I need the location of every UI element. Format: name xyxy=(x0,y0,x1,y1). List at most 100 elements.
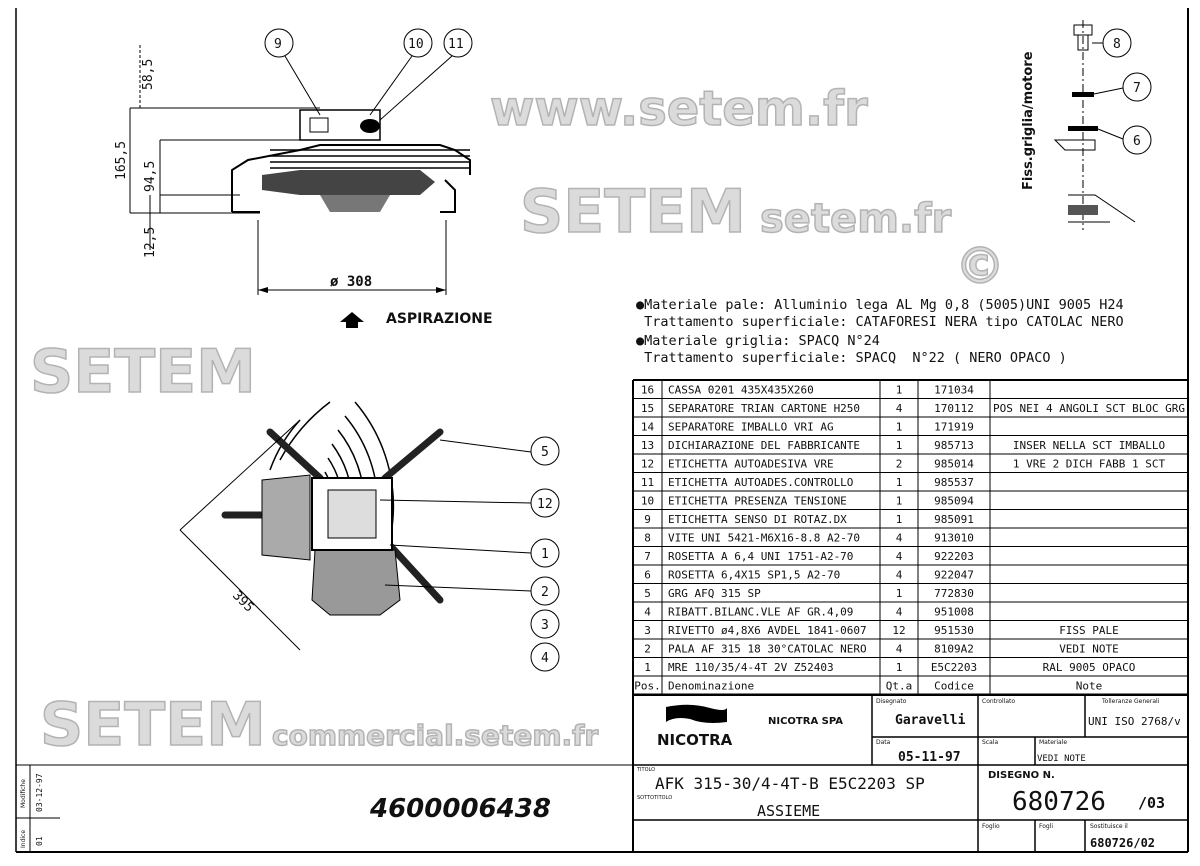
callout-11: 11 xyxy=(448,37,464,52)
table-row-cell-qta: 2 xyxy=(896,458,903,471)
table-row-cell-codice: 913010 xyxy=(934,532,974,545)
table-row-cell-pos: 10 xyxy=(641,495,654,508)
watermark-setem-2: SETEM xyxy=(520,177,746,247)
table-row-cell-qta: 4 xyxy=(896,550,903,563)
material-notes: ●Materiale pale: Alluminio lega AL Mg 0,… xyxy=(636,297,1124,366)
dim-12-5: 12,5 xyxy=(143,227,158,258)
table-header-cell-denominazione: Denominazione xyxy=(668,680,754,693)
note-line-2: Trattamento superficiale: CATAFORESI NER… xyxy=(636,314,1124,330)
sottotitolo-value: ASSIEME xyxy=(757,802,820,820)
table-row-cell-denominazione: RIVETTO ø4,8X6 AVDEL 1841-0607 xyxy=(668,624,867,637)
watermark-url: www.setem.fr xyxy=(490,81,868,137)
table-row-cell-denominazione: VITE UNI 5421-M6X16-8.8 A2-70 xyxy=(668,532,860,545)
table-row-cell-denominazione: MRE 110/35/4-4T 2V Z52403 xyxy=(668,661,834,674)
callout-8: 8 xyxy=(1113,37,1121,52)
table-row-cell-pos: 15 xyxy=(641,402,654,415)
table-row-cell-note: 1 VRE 2 DICH FABB 1 SCT xyxy=(1013,458,1166,471)
table-row-cell-qta: 1 xyxy=(896,661,903,674)
callout-4: 4 xyxy=(541,651,549,666)
table-row-cell-qta: 1 xyxy=(896,476,903,489)
callout-12: 12 xyxy=(537,497,553,512)
table-row-cell-qta: 1 xyxy=(896,384,903,397)
part-number: 4600006438 xyxy=(369,794,551,824)
table-row-cell-pos: 5 xyxy=(644,587,651,600)
table-row-cell-denominazione: PALA AF 315 18 30°CATOLAC NERO xyxy=(668,643,867,656)
note-line-4: Trattamento superficiale: SPACQ N°22 ( N… xyxy=(636,350,1067,366)
table-row-cell-pos: 6 xyxy=(644,569,651,582)
table-row-cell-qta: 1 xyxy=(896,421,903,434)
table-row-cell-denominazione: ETICHETTA AUTOADES.CONTROLLO xyxy=(668,476,853,489)
table-row-cell-denominazione: ROSETTA A 6,4 UNI 1751-A2-70 xyxy=(668,550,853,563)
fixing-detail: Fiss.griglia/motore 8 7 6 xyxy=(1021,20,1152,230)
dim-165-5: 165,5 xyxy=(114,141,129,180)
table-row-cell-denominazione: CASSA 0201 435X435X260 xyxy=(668,384,814,397)
table-row-cell-codice: 985094 xyxy=(934,495,974,508)
title-block: NICOTRA NICOTRA SPA Disegnato Garavelli … xyxy=(633,694,1188,852)
sostituisce-label: Sostituisce il xyxy=(1090,823,1128,830)
nicotra-logo-icon xyxy=(666,704,727,723)
table-row-cell-qta: 1 xyxy=(896,587,903,600)
table-row-cell-qta: 4 xyxy=(896,532,903,545)
table-row-cell-qta: 1 xyxy=(896,513,903,526)
side-view: 58,5 165,5 94,5 12,5 ø 308 ASPIRAZIONE 9… xyxy=(114,28,493,328)
fixing-label: Fiss.griglia/motore xyxy=(1021,51,1036,190)
table-row-cell-codice: 985014 xyxy=(934,458,974,471)
callout-5: 5 xyxy=(541,445,549,460)
table-row-cell-pos: 16 xyxy=(641,384,654,397)
table-row-cell-qta: 4 xyxy=(896,606,903,619)
company-name: NICOTRA SPA xyxy=(768,716,843,727)
table-row-cell-pos: 12 xyxy=(641,458,654,471)
table-row-cell-denominazione: SEPARATORE TRIAN CARTONE H250 xyxy=(668,402,860,415)
table-row-cell-qta: 4 xyxy=(896,569,903,582)
table-row-cell-codice: E5C2203 xyxy=(931,661,977,674)
disegno-label: DISEGNO N. xyxy=(988,770,1055,781)
table-row-cell-codice: 8109A2 xyxy=(934,643,974,656)
data-label: Data xyxy=(876,739,891,746)
front-view: 395 5 12 1 2 3 4 xyxy=(179,401,560,672)
table-row-cell-pos: 9 xyxy=(644,513,651,526)
table-row-cell-qta: 1 xyxy=(896,495,903,508)
dim-395: 395 xyxy=(229,588,256,615)
revisione-value: /03 xyxy=(1138,794,1165,812)
callout-9: 9 xyxy=(274,37,282,52)
table-row-cell-note: FISS PALE xyxy=(1059,624,1119,637)
watermarks: www.setem.fr SETEM setem.fr SETEM commer… xyxy=(29,80,1006,761)
table-row-cell-note: POS NEI 4 ANGOLI SCT BLOC GRG xyxy=(993,402,1185,415)
callout-1: 1 xyxy=(541,547,549,562)
table-row-cell-codice: 985091 xyxy=(934,513,974,526)
logo-text: NICOTRA xyxy=(657,731,733,749)
callout-2: 2 xyxy=(541,585,549,600)
scala-label: Scala xyxy=(982,739,998,746)
foglio-label: Foglio xyxy=(982,823,1000,830)
tolleranze-value: UNI ISO 2768/v xyxy=(1088,715,1181,728)
airflow-label: ASPIRAZIONE xyxy=(386,311,493,327)
modifiche-value: 03-12-97 xyxy=(35,773,44,812)
table-row-cell-pos: 8 xyxy=(644,532,651,545)
tolleranze-label: Tolleranze Generali xyxy=(1101,698,1160,705)
table-row-cell-denominazione: ETICHETTA AUTOADESIVA VRE xyxy=(668,458,834,471)
note-line-1: ●Materiale pale: Alluminio lega AL Mg 0,… xyxy=(636,297,1124,313)
titolo-label: TITOLO xyxy=(636,767,655,773)
table-row-cell-qta: 4 xyxy=(896,643,903,656)
titolo-value: AFK 315-30/4-4T-B E5C2203 SP xyxy=(655,774,925,793)
dim-58-5: 58,5 xyxy=(141,59,156,90)
table-row-cell-codice: 922047 xyxy=(934,569,974,582)
materiale-label: Materiale xyxy=(1039,739,1067,746)
table-row-cell-denominazione: ETICHETTA PRESENZA TENSIONE xyxy=(668,495,847,508)
indice-label: Indice xyxy=(20,830,27,848)
side-callouts: 9 10 11 xyxy=(264,28,473,121)
watermark-setem-3: SETEM xyxy=(40,690,266,760)
revision-block: Modifiche 03-12-97 Indice 01 xyxy=(20,773,44,848)
controllato-label: Controllato xyxy=(982,698,1015,705)
table-row-cell-denominazione: DICHIARAZIONE DEL FABBRICANTE xyxy=(668,439,860,452)
front-callouts: 5 12 1 2 3 4 xyxy=(379,436,560,672)
table-row-cell-pos: 2 xyxy=(644,643,651,656)
callout-3: 3 xyxy=(541,618,549,633)
table-row-cell-codice: 951530 xyxy=(934,624,974,637)
table-row-cell-qta: 1 xyxy=(896,439,903,452)
table-row-cell-note: VEDI NOTE xyxy=(1059,643,1119,656)
dim-94-5: 94,5 xyxy=(143,161,158,192)
table-row-cell-codice: 170112 xyxy=(934,402,974,415)
sostituisce-value: 680726/02 xyxy=(1090,836,1155,850)
